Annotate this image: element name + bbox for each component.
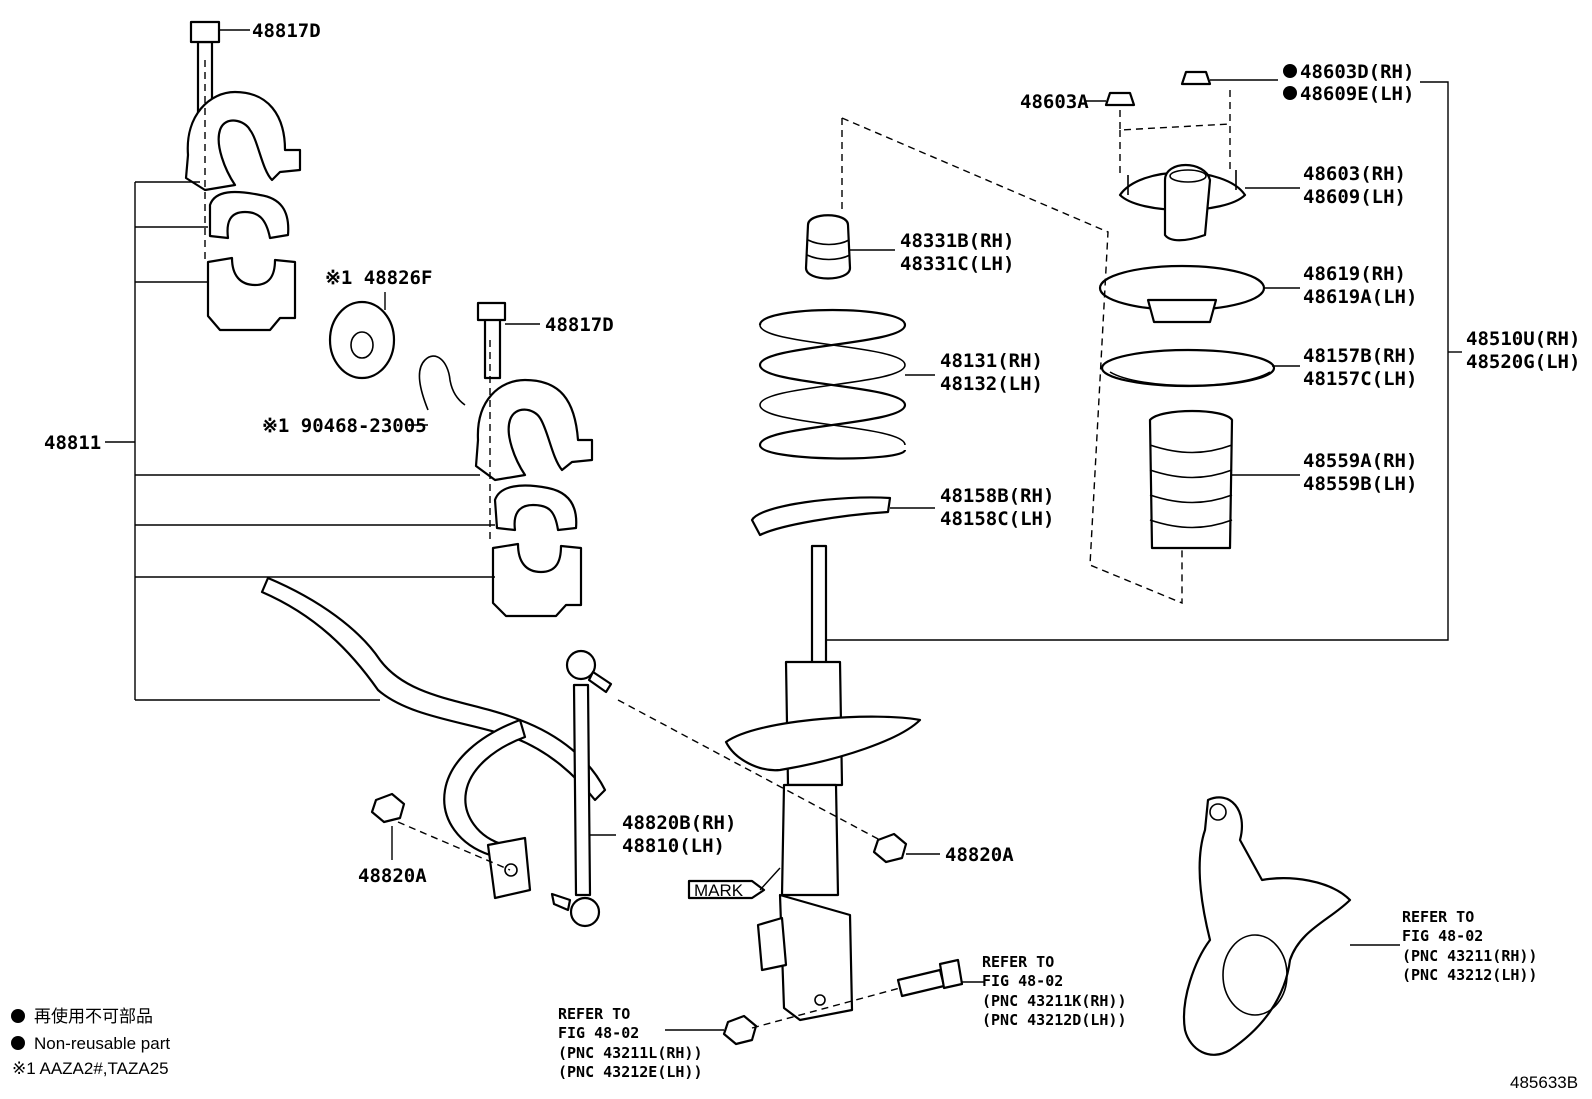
label-48603D-rh: 48603D(RH) — [1300, 61, 1414, 83]
bushing-bracket-upper — [184, 20, 302, 332]
label-48131-rh: 48131(RH) — [940, 350, 1043, 372]
bolt-shock-lower — [896, 958, 964, 998]
ref-bolt-line3: (PNC 43211K(RH)) — [982, 992, 1127, 1010]
label-48559A-rh: 48559A(RH) — [1303, 450, 1417, 472]
label-48510U-rh: 48510U(RH) — [1466, 328, 1580, 350]
reference-knuckle: REFER TO FIG 48-02 (PNC 43211(RH)) (PNC … — [1402, 908, 1537, 984]
label-48132-lh: 48132(LH) — [940, 373, 1043, 395]
ref-knuckle-line1: REFER TO — [1402, 908, 1474, 926]
label-48817D-top: 48817D — [252, 20, 321, 42]
label-48811: 48811 — [44, 432, 101, 454]
shock-absorber — [724, 544, 922, 1022]
bound-stopper — [804, 214, 852, 280]
ref-knuckle-line4: (PNC 43212(LH)) — [1402, 966, 1537, 984]
bushing-bracket-lower — [474, 301, 594, 618]
coil-spring — [758, 308, 907, 460]
label-48157C-lh: 48157C(LH) — [1303, 368, 1417, 390]
stabilizer-link — [550, 649, 613, 928]
ref-nut-line2: FIG 48-02 — [558, 1024, 639, 1042]
dust-boot — [1148, 409, 1234, 550]
legend-dot-japanese — [11, 1009, 25, 1023]
label-48158B-rh: 48158B(RH) — [940, 485, 1054, 507]
mark-label: MARK — [694, 881, 744, 900]
legend-english: Non-reusable part — [34, 1034, 170, 1053]
nut-48603A — [1104, 91, 1136, 107]
bracket-48510U — [826, 81, 1462, 641]
mark-tag: MARK — [687, 867, 781, 900]
ref-knuckle-line2: FIG 48-02 — [1402, 927, 1483, 945]
nut-48820A-right — [872, 832, 908, 864]
label-48820A-left: 48820A — [358, 865, 427, 887]
bracket-48811 — [105, 181, 495, 701]
upper-seat — [1100, 348, 1276, 388]
label-48603A: 48603A — [1020, 91, 1089, 113]
figure-id: 485633B — [1510, 1073, 1578, 1092]
ref-bolt-line1: REFER TO — [982, 953, 1054, 971]
ref-bolt-line2: FIG 48-02 — [982, 972, 1063, 990]
label-48609-lh: 48609(LH) — [1303, 186, 1406, 208]
label-48520G-lh: 48520G(LH) — [1466, 351, 1580, 373]
label-48559B-lh: 48559B(LH) — [1303, 473, 1417, 495]
part-labels: 48817D 48817D ※1 48826F ※1 90468-23005 4… — [44, 20, 1580, 887]
reference-bolt: REFER TO FIG 48-02 (PNC 43211K(RH)) (PNC… — [982, 953, 1127, 1029]
stabilizer-bar — [260, 576, 607, 900]
ref-nut-line3: (PNC 43211L(RH)) — [558, 1044, 703, 1062]
non-reusable-dot-48609E — [1283, 86, 1297, 100]
ref-nut-line1: REFER TO — [558, 1005, 630, 1023]
leader-lines — [219, 29, 1400, 1031]
ref-bolt-line4: (PNC 43212D(LH)) — [982, 1011, 1127, 1029]
non-reusable-dot-48603D — [1283, 64, 1297, 78]
washer-48826F — [328, 300, 396, 380]
steering-knuckle — [1182, 796, 1352, 1056]
label-48619A-lh: 48619A(LH) — [1303, 286, 1417, 308]
label-48817D-mid: 48817D — [545, 314, 614, 336]
nut-48820A-left — [370, 792, 406, 824]
upper-insulator — [1098, 264, 1266, 324]
nut-48603D — [1180, 70, 1212, 86]
label-48619-rh: 48619(RH) — [1303, 263, 1406, 285]
nut-shock-lower — [722, 1014, 758, 1046]
legend-note: ※1 AAZA2#,TAZA25 — [12, 1059, 169, 1078]
legend-dot-english — [11, 1036, 25, 1050]
label-48810-lh: 48810(LH) — [622, 835, 725, 857]
clip-90468 — [418, 355, 466, 411]
label-48826F: ※1 48826F — [325, 267, 432, 289]
label-48331C-lh: 48331C(LH) — [900, 253, 1014, 275]
label-48820B-rh: 48820B(RH) — [622, 812, 736, 834]
legend-japanese: 再使用不可部品 — [34, 1006, 153, 1026]
label-48820A-right: 48820A — [945, 844, 1014, 866]
label-48157B-rh: 48157B(RH) — [1303, 345, 1417, 367]
ref-nut-line4: (PNC 43212E(LH)) — [558, 1063, 703, 1081]
support-assembly — [1118, 164, 1247, 242]
ref-knuckle-line3: (PNC 43211(RH)) — [1402, 947, 1537, 965]
label-48609E-lh: 48609E(LH) — [1300, 83, 1414, 105]
spring-insulator-lower — [750, 496, 892, 537]
label-90468-23005: ※1 90468-23005 — [262, 415, 427, 437]
label-48158C-lh: 48158C(LH) — [940, 508, 1054, 530]
label-48603-rh: 48603(RH) — [1303, 163, 1406, 185]
label-48331B-rh: 48331B(RH) — [900, 230, 1014, 252]
dashed-guide-lines — [397, 90, 1231, 1029]
legend: 再使用不可部品 Non-reusable part ※1 AAZA2#,TAZA… — [11, 1006, 170, 1078]
reference-nut: REFER TO FIG 48-02 (PNC 43211L(RH)) (PNC… — [558, 1005, 703, 1081]
